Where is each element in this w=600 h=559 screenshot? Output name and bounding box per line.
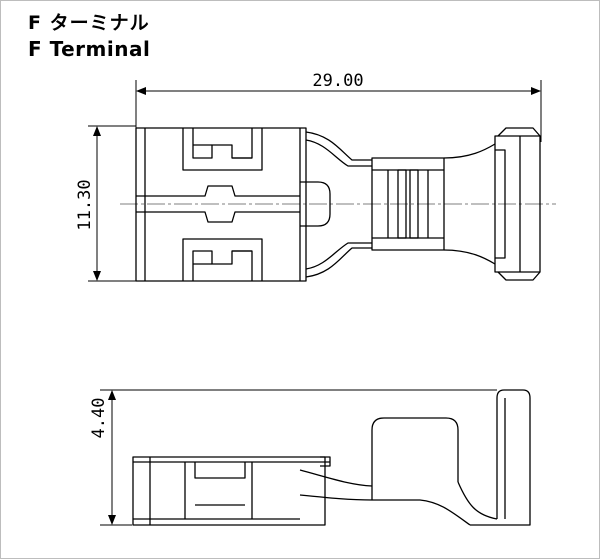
title-english: F Terminal <box>28 37 151 61</box>
length-dimension <box>135 80 542 142</box>
width-dimension <box>88 125 136 282</box>
title-japanese: F ターミナル <box>28 12 150 34</box>
height-dimension <box>100 389 497 526</box>
terminal-top-view <box>120 127 556 282</box>
width-dimension-label: 11.30 <box>75 179 95 230</box>
height-dimension-label: 4.40 <box>89 398 109 439</box>
length-dimension-label: 29.00 <box>312 71 363 91</box>
terminal-side-view <box>132 389 531 526</box>
